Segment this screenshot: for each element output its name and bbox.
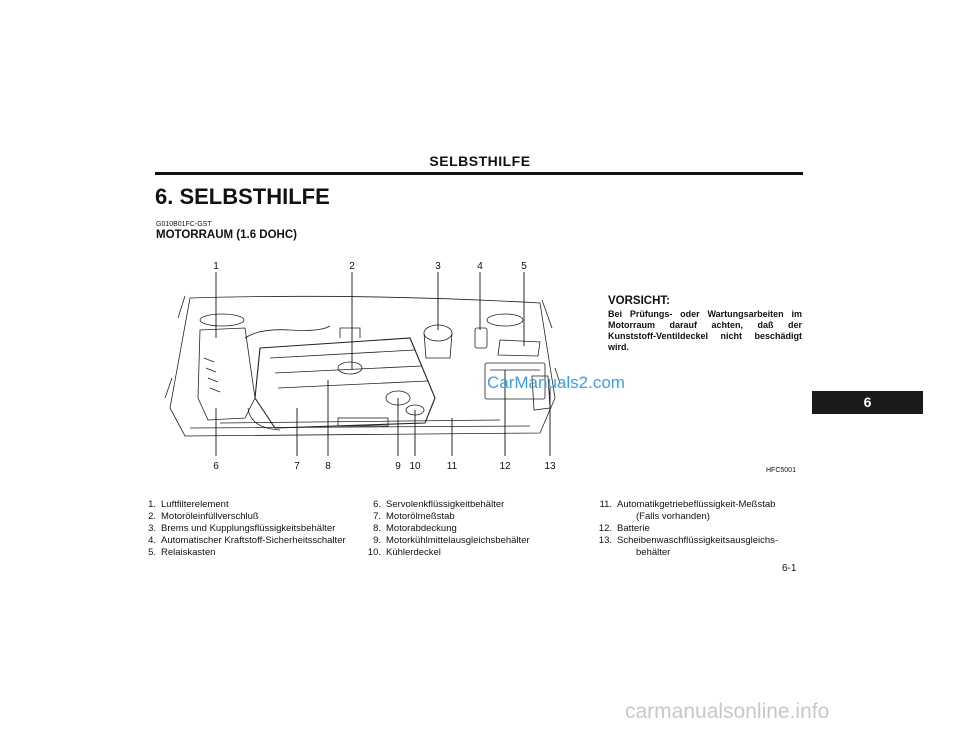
legend-number: 8.	[373, 523, 381, 534]
legend-item-continuation: behälter	[598, 547, 810, 559]
callout-number: 3	[435, 261, 441, 272]
running-header: SELBSTHILFE	[429, 153, 531, 169]
callout-number: 13	[544, 461, 556, 472]
callout-number: 6	[213, 461, 219, 472]
legend-number: 1.	[148, 499, 156, 510]
callout-number: 7	[294, 461, 300, 472]
legend-label: Relaiskasten	[161, 547, 216, 558]
legend-number: 9.	[373, 535, 381, 546]
caution-heading: VORSICHT:	[608, 295, 670, 307]
legend-label: Automatischer Kraftstoff-Sicherheitsscha…	[161, 535, 346, 546]
legend-number: 12.	[598, 523, 612, 534]
legend-number: 7.	[373, 511, 381, 522]
watermark-link[interactable]: CarManuals2.com	[487, 373, 625, 392]
chapter-tab: 6	[812, 391, 923, 414]
legend-label: Batterie	[617, 523, 650, 534]
callout-number: 11	[447, 461, 458, 472]
caution-text: Bei Prüfungs- oder Wartungsarbeiten im M…	[608, 309, 802, 352]
callout-number: 9	[395, 461, 401, 472]
legend-item: 1. Luftfilterelement	[142, 499, 357, 511]
legend-item: 8. Motorabdeckung	[367, 523, 567, 535]
legend-label: Motorabdeckung	[386, 523, 457, 534]
legend-item: 12. Batterie	[598, 523, 810, 535]
footer-watermark: carmanualsonline.info	[625, 700, 830, 723]
legend-label: Scheibenwaschflüssigkeitsausgleichs-	[617, 535, 779, 546]
legend-item: 4. Automatischer Kraftstoff-Sicherheitssc…	[142, 535, 357, 547]
legend-label: Automatikgetriebeflüssigkeit-Meßstab	[617, 499, 776, 510]
legend-column-3: 11. Automatikgetriebeflüssigkeit-Meßstab(…	[598, 499, 810, 559]
caution-box: VORSICHT: Bei Prüfungs- oder Wartungsarb…	[608, 295, 802, 353]
legend-number: 5.	[148, 547, 156, 558]
legend-item-continuation: (Falls vorhanden)	[598, 511, 810, 523]
callout-number: 8	[325, 461, 331, 472]
legend-number: 4.	[148, 535, 156, 546]
callout-number: 1	[213, 261, 219, 272]
legend-label: Kühlerdeckel	[386, 547, 441, 558]
figure-code: HFC5001	[766, 467, 796, 474]
legend-item: 6. Servolenkflüssigkeitbehälter	[367, 499, 567, 511]
legend-item: 11. Automatikgetriebeflüssigkeit-Meßstab	[598, 499, 810, 511]
chapter-title: 6. SELBSTHILFE	[155, 184, 330, 209]
legend-number: 2.	[148, 511, 156, 522]
legend-item: 10. Kühlerdeckel	[367, 547, 567, 559]
legend-column-1: 1. Luftfilterelement 2. Motoröleinfüllversc…	[142, 499, 357, 559]
legend-number: 3.	[148, 523, 156, 534]
legend-label: Brems und Kupplungsflüssigkeitsbehälter	[161, 523, 336, 534]
page-number: 6-1	[782, 563, 797, 574]
legend-item: 5. Relaiskasten	[142, 547, 357, 559]
callout-number: 5	[521, 261, 527, 272]
section-title: MOTORRAUM (1.6 DOHC)	[156, 229, 297, 241]
legend-number: 13.	[598, 535, 612, 546]
legend-number: 6.	[373, 499, 381, 510]
legend-item: 9. Motorkühlmittelausgleichsbehälter	[367, 535, 567, 547]
legend-sublabel: (Falls vorhanden)	[636, 511, 710, 522]
legend-label: Motoröleinfüllverschluß	[161, 511, 259, 522]
legend-item: 2. Motoröleinfüllverschluß	[142, 511, 357, 523]
section-code: G010B01FC-GST	[156, 221, 212, 228]
callout-number: 12	[499, 461, 511, 472]
legend-item: 13. Scheibenwaschflüssigkeitsausgleichs-	[598, 535, 810, 547]
legend-label: Motorkühlmittelausgleichsbehälter	[386, 535, 530, 546]
legend-label: Servolenkflüssigkeitbehälter	[386, 499, 505, 510]
legend-item: 3. Brems und Kupplungsflüssigkeitsbehälte…	[142, 523, 357, 535]
header-rule	[155, 172, 803, 175]
legend-number: 10.	[367, 547, 381, 558]
callout-number: 2	[349, 261, 355, 272]
legend-item: 7. Motorölmeßstab	[367, 511, 567, 523]
legend-number: 11.	[599, 499, 612, 510]
legend-column-2: 6. Servolenkflüssigkeitbehälter 7. Motorölm…	[367, 499, 567, 559]
legend-label: Motorölmeßstab	[386, 511, 455, 522]
legend-sublabel: behälter	[636, 547, 671, 558]
callout-number: 10	[409, 461, 421, 472]
legend-label: Luftfilterelement	[161, 499, 229, 510]
callout-number: 4	[477, 261, 483, 272]
